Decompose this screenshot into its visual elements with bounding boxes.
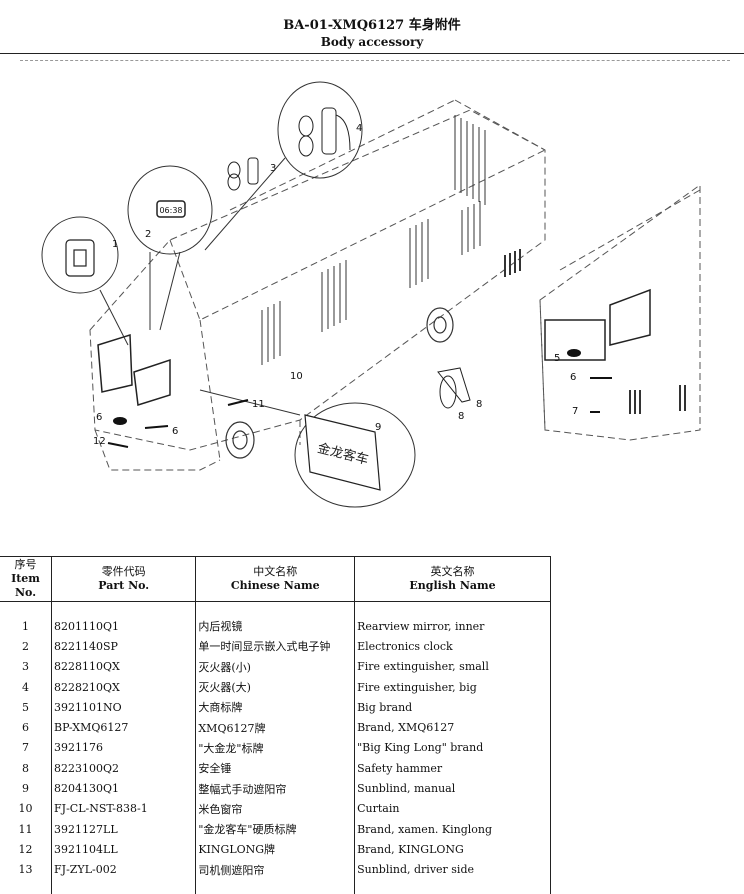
header-rule: [0, 53, 744, 54]
callout-10: 10: [290, 371, 303, 382]
brand-logo-icon: [113, 417, 127, 425]
callout-1: 1: [112, 239, 118, 250]
bus-exploded-illustration: 06:38 金龙客车 1 2 3 4 5 6: [41, 81, 701, 508]
rearview-mirror-icon: [65, 239, 95, 277]
callout-11: 11: [252, 399, 265, 410]
fire-extinguisher-small-icon: [227, 157, 259, 191]
page-title: BA-01-XMQ6127 车身附件: [283, 18, 461, 33]
callout-6-front: 6: [96, 412, 102, 423]
callout-5: 5: [554, 353, 560, 364]
curtain-group: [261, 301, 281, 365]
callout-6-rear: 6: [570, 372, 576, 383]
clock-icon: [156, 200, 186, 218]
callout-9: 9: [375, 422, 381, 433]
callout-6-side: 6: [172, 426, 178, 437]
page-subtitle: Body accessory: [320, 35, 424, 49]
fire-extinguisher-big-icon: [298, 107, 351, 157]
callout-7: 7: [572, 406, 578, 417]
header-dashed-rule: [20, 60, 730, 61]
safety-hammer-icon: [437, 367, 471, 409]
rear-brand-logo-icon: [567, 349, 581, 357]
callout-8a: 8: [476, 399, 482, 410]
callout-4: 4: [356, 123, 362, 134]
callout-8b: 8: [458, 411, 464, 422]
table-spacer-row: [0, 601, 551, 616]
callout-2: 2: [145, 229, 151, 240]
table-spacer-row: [0, 879, 551, 894]
clock-display: 06:38: [159, 206, 182, 215]
callout-3: 3: [270, 163, 276, 174]
sunblind-icon: 金龙客车: [304, 414, 381, 491]
callout-12: 12: [93, 436, 106, 447]
